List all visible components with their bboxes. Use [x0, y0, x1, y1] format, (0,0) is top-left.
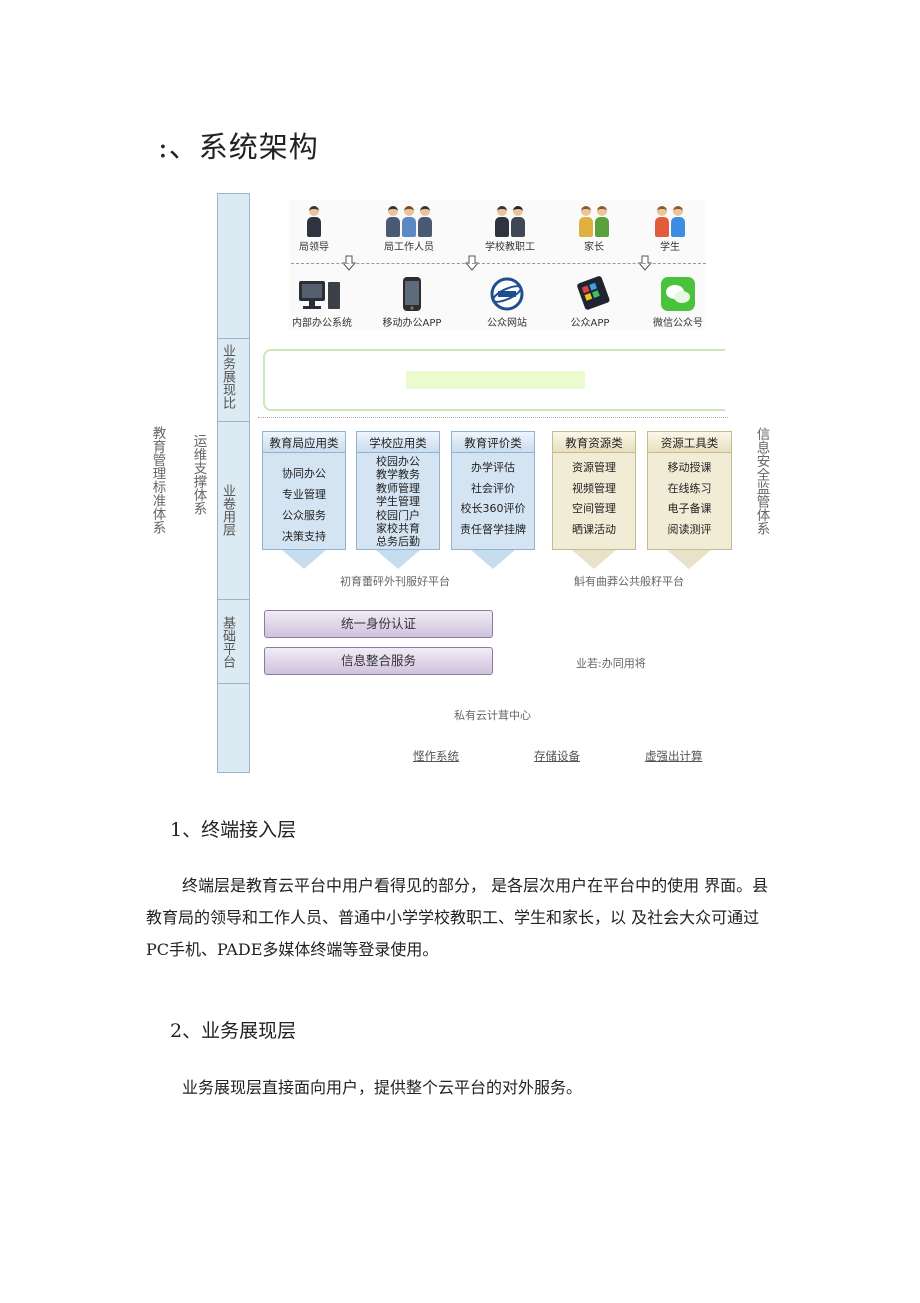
category-item: 协同办公	[282, 467, 326, 480]
chevron-down-icon	[282, 550, 326, 569]
section-paragraph: 终端层是教育云平台中用户看得见的部分， 是各层次用户在平台中的使用 界面。县教育…	[146, 870, 778, 966]
category-school-apps: 学校应用类 校园办公 教学教务 教师管理 学生管理 校园门户 家校共育 总务后勤	[356, 431, 440, 550]
category-items: 协同办公 专业管理 公众服务 决策支持	[262, 453, 346, 550]
infra-storage: 存储设备	[534, 749, 580, 763]
user-bureau-leader: 局领导	[274, 202, 354, 253]
category-item: 移动授课	[667, 461, 712, 474]
device-label: 微信公众号	[653, 318, 703, 329]
category-items: 资源管理 视频管理 空间管理 晒课活动	[552, 453, 636, 550]
category-item: 晒课活动	[572, 522, 616, 536]
category-items: 校园办公 教学教务 教师管理 学生管理 校园门户 家校共育 总务后勤	[356, 453, 440, 550]
section-heading: 2、业务展现层	[170, 1020, 297, 1042]
user-label: 学校教职工	[485, 242, 535, 253]
layer-divider	[218, 338, 249, 339]
category-items: 办学评估 社会评价 校长360评价 责任督学挂牌	[451, 453, 535, 550]
category-title: 教育评价类	[451, 431, 535, 453]
people-icon	[369, 202, 449, 238]
layer-divider	[218, 599, 249, 600]
category-item: 资源管理	[572, 461, 616, 474]
device-label: 公众网站	[487, 318, 527, 329]
platform-label-right: 斛有曲莽公共般籽平台	[574, 575, 684, 588]
category-title: 资源工具类	[647, 431, 732, 453]
category-item: 校园门户	[376, 508, 420, 522]
category-item: 决策支持	[282, 530, 326, 543]
category-item: 教学教务	[376, 468, 420, 482]
category-item: 学生管理	[376, 495, 420, 509]
layer-sidebar: 业务展现比 业卷用层 基础平台	[217, 193, 250, 773]
category-bureau-apps: 教育局应用类 协同办公 专业管理 公众服务 决策支持	[262, 431, 346, 550]
desktop-computer-icon	[299, 281, 340, 309]
layer-label-application: 业卷用层	[220, 484, 235, 536]
paragraph-text: 业务展现层直接面向用户，提供整个云平台的对外服务。	[182, 1078, 583, 1097]
parents-icon	[554, 202, 634, 238]
wechat-icon	[661, 277, 695, 311]
page-title: :、系统架构	[158, 130, 319, 164]
presentation-panel	[263, 349, 725, 411]
section-paragraph: 业务展现层直接面向用户，提供整个云平台的对外服务。	[146, 1072, 778, 1104]
user-school-staff: 学校教职工	[470, 202, 550, 253]
info-integration-box: 信息整合服务	[264, 647, 493, 675]
user-parent: 家长	[554, 202, 634, 253]
section-heading: 1、终端接入层	[170, 819, 297, 841]
layer-label-presentation: 业务展现比	[220, 344, 235, 409]
category-item: 校长360评价	[460, 502, 526, 515]
user-student: 学生	[630, 202, 710, 253]
user-label: 学生	[660, 242, 680, 253]
category-title: 教育局应用类	[262, 431, 346, 453]
category-item: 专业管理	[282, 488, 326, 501]
user-label: 局领导	[299, 242, 329, 253]
category-edu-resources: 教育资源类 资源管理 视频管理 空间管理 晒课活动	[552, 431, 636, 550]
paragraph-text: 终端层是教育云平台中用户看得见的部分， 是各层次用户在平台中的使用 界面。县教育…	[146, 876, 769, 959]
globe-website-icon	[490, 277, 524, 311]
platform-label-left: 初育蕾砰外刊服好平台	[340, 575, 450, 588]
app-tablet-icon	[577, 276, 610, 310]
category-title: 学校应用类	[356, 431, 440, 453]
user-bureau-staff: 局工作人员	[369, 202, 449, 253]
teachers-icon	[470, 202, 550, 238]
category-title: 教育资源类	[552, 431, 636, 453]
info-security-label: 信息安全监管体系	[753, 427, 770, 535]
infra-virtual-compute: 虚强出计算	[645, 749, 703, 763]
cloud-center-label: 私有云计茸中心	[454, 709, 531, 722]
chevron-down-icon	[471, 550, 515, 569]
chevron-down-icon	[667, 550, 711, 569]
user-label: 局工作人员	[384, 242, 434, 253]
device-label: 公众APP	[570, 318, 610, 329]
device-label: 移动办公APP	[382, 318, 442, 329]
presentation-bar	[406, 371, 585, 389]
chevron-down-icon	[376, 550, 420, 569]
layer-label-foundation: 基础平台	[220, 616, 235, 668]
category-item: 社会评价	[471, 481, 515, 495]
layer-divider	[218, 421, 249, 422]
category-item: 阅读测评	[667, 522, 712, 536]
category-item: 责任督学挂牌	[460, 522, 526, 536]
category-item: 教师管理	[376, 481, 420, 495]
layer-divider	[218, 683, 249, 684]
user-label: 家长	[584, 242, 604, 253]
edu-mgmt-standard-label: 教育管理标准体系	[149, 426, 166, 534]
person-icon	[274, 202, 354, 238]
category-evaluation: 教育评价类 办学评估 社会评价 校长360评价 责任督学挂牌	[451, 431, 535, 550]
category-item: 办学评估	[471, 461, 515, 474]
terminal-divider	[291, 263, 706, 264]
category-item: 家校共育	[376, 522, 420, 536]
category-item: 视频管理	[572, 481, 616, 495]
category-item: 在线练习	[667, 481, 712, 495]
category-items: 移动授课 在线练习 电子备课 阅读测评	[647, 453, 732, 550]
mobile-phone-icon	[403, 277, 421, 311]
category-item: 总务后勤	[376, 535, 420, 549]
category-item: 空间管理	[572, 502, 616, 515]
unified-auth-box: 统一身份认证	[264, 610, 493, 638]
device-label: 内部办公系统	[292, 318, 352, 329]
category-item: 电子备课	[667, 502, 712, 515]
students-icon	[630, 202, 710, 238]
category-item: 公众服务	[282, 509, 326, 522]
dotted-divider	[258, 417, 728, 418]
side-note: 业若:办同用将	[576, 657, 646, 670]
category-resource-tools: 资源工具类 移动授课 在线练习 电子备课 阅读测评	[647, 431, 732, 550]
category-item: 校园办公	[376, 455, 420, 468]
infra-os: 悭作系统	[413, 749, 459, 763]
ops-support-label: 运维支撑体系	[190, 434, 207, 515]
chevron-down-icon	[572, 550, 616, 569]
